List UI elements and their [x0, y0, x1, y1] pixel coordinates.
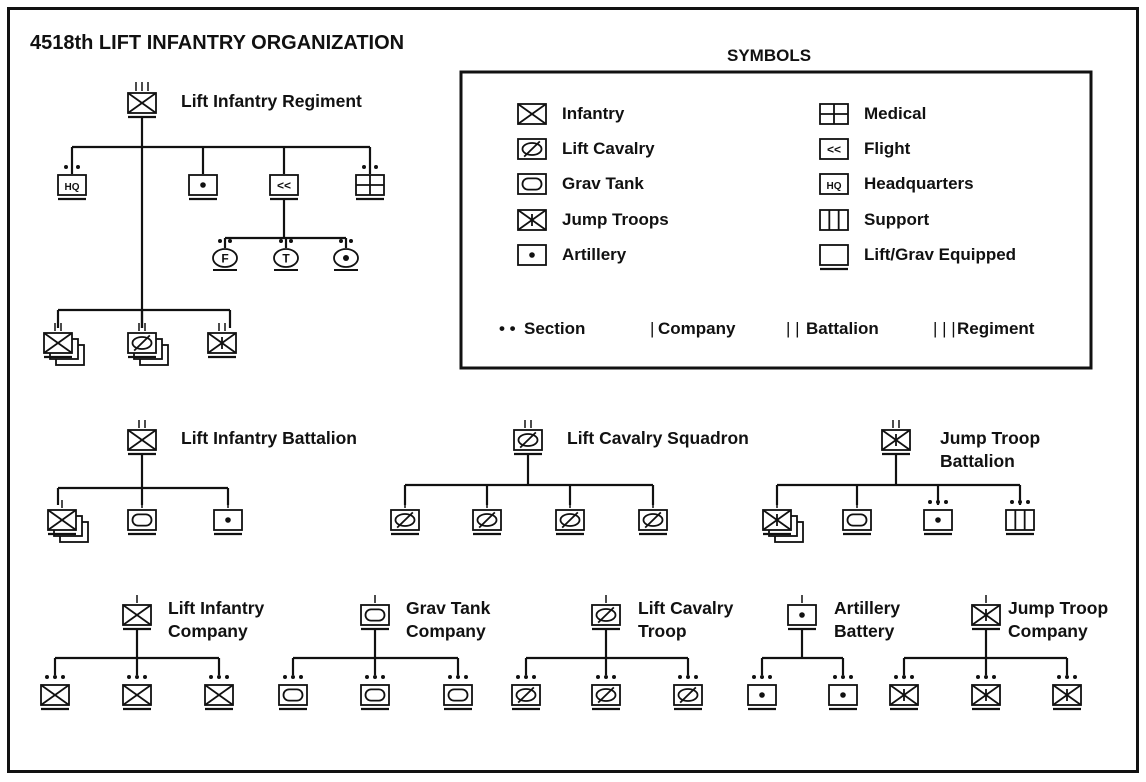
- regiment-artillery-company-icon: [188, 165, 218, 201]
- jump-battalion-grav-company-icon: [842, 500, 872, 536]
- legend-label-artillery: Artillery: [562, 245, 627, 264]
- legend-heading: SYMBOLS: [727, 46, 812, 65]
- svg-text:T: T: [282, 252, 290, 266]
- lift-cavalry-icon: [517, 138, 547, 160]
- cavalry-squadron-troop-2-icon: [472, 500, 502, 536]
- legend-label-support: Support: [864, 210, 930, 229]
- legend-key-section-marker: • •: [499, 319, 516, 338]
- legend-label-medical: Medical: [864, 104, 927, 123]
- label-lift-infantry-company-1: Lift Infantry: [168, 598, 265, 618]
- flight-icon: <<: [819, 138, 849, 160]
- jump-troop-company-platoon-3-icon: [1052, 675, 1082, 711]
- support-icon: [819, 209, 849, 231]
- grav-tank-company-platoon-1-icon: [278, 675, 308, 711]
- jump-troops-icon: [517, 209, 547, 231]
- label-lift-infantry-battalion: Lift Infantry Battalion: [181, 428, 357, 448]
- artillery-battery-platoon-1-icon: [747, 675, 777, 711]
- legend-key-company-marker: |: [650, 319, 655, 338]
- label-lift-cavalry-troop-1: Lift Cavalry: [638, 598, 734, 618]
- lift-infantry-company-platoon-3-icon: [204, 675, 234, 711]
- cavalry-squadron-troop-1-icon: [390, 500, 420, 536]
- infantry-battalion-icon: [127, 420, 157, 456]
- legend-label-headquarters: Headquarters: [864, 174, 974, 193]
- jump-battalion-support-section-icon: [1005, 500, 1035, 536]
- cavalry-squadron-troop-4-icon: [638, 500, 668, 536]
- artillery-icon: [517, 244, 547, 266]
- regiment-flight-company-icon: <<: [269, 165, 299, 201]
- regiment-cavalry-battalions-icon: [127, 323, 169, 366]
- label-lift-infantry-company-2: Company: [168, 621, 248, 641]
- lift-infantry-company-icon: [122, 595, 152, 631]
- legend-key-company: Company: [658, 319, 736, 338]
- grav-tank-icon: [517, 173, 547, 195]
- legend-label-lift-grav-equipped: Lift/Grav Equipped: [864, 245, 1017, 264]
- svg-text:HQ: HQ: [65, 182, 80, 193]
- lift-cavalry-troop-platoon-1-icon: [511, 675, 541, 711]
- legend-key-battalion-marker: | |: [786, 319, 800, 338]
- label-lift-cavalry-squadron: Lift Cavalry Squadron: [567, 428, 749, 448]
- flight-section-t-icon: T: [273, 239, 299, 271]
- legend-label-flight: Flight: [864, 139, 911, 158]
- lift-grav-equipped-icon: [819, 244, 849, 271]
- infantry-icon: [517, 103, 547, 125]
- jump-battalion-companies-icon: [762, 500, 804, 543]
- jump-troop-company-platoon-2-icon: [971, 675, 1001, 711]
- page-title: 4518th LIFT INFANTRY ORGANIZATION: [30, 32, 405, 54]
- lift-cavalry-troop-icon: [591, 595, 621, 631]
- lift-infantry-company-platoon-1-icon: [40, 675, 70, 711]
- jump-troop-company-icon: [971, 595, 1001, 631]
- label-jump-troop-battalion-1: Jump Troop: [940, 428, 1041, 448]
- legend-key-section: Section: [524, 319, 586, 338]
- cavalry-squadron-icon: [513, 420, 543, 456]
- artillery-battery-icon: [787, 595, 817, 631]
- grav-tank-company-icon: [360, 595, 390, 631]
- svg-text:<<: <<: [277, 178, 291, 192]
- legend-label-jump-troops: Jump Troops: [562, 210, 669, 229]
- regiment-medical-section-icon: [355, 165, 385, 201]
- regiment-hq-section-icon: HQ: [57, 165, 87, 201]
- lift-cavalry-troop-platoon-3-icon: [673, 675, 703, 711]
- label-grav-tank-company-1: Grav Tank: [406, 598, 491, 618]
- label-lift-cavalry-troop-2: Troop: [638, 621, 687, 641]
- flight-section-dot-icon: [333, 239, 359, 271]
- legend-label-grav-tank: Grav Tank: [562, 174, 644, 193]
- jump-troop-company-platoon-1-icon: [889, 675, 919, 711]
- grav-tank-company-platoon-3-icon: [443, 675, 473, 711]
- label-artillery-battery-1: Artillery: [834, 598, 901, 618]
- svg-text:HQ: HQ: [827, 181, 842, 192]
- cavalry-squadron-troop-3-icon: [555, 500, 585, 536]
- svg-text:F: F: [221, 252, 228, 266]
- legend-key-battalion: Battalion: [806, 319, 879, 338]
- legend-label-lift-cavalry: Lift Cavalry: [562, 139, 655, 158]
- infantry-battalion-companies-icon: [47, 500, 89, 543]
- artillery-battery-platoon-2-icon: [828, 675, 858, 711]
- label-jump-troop-battalion-2: Battalion: [940, 451, 1015, 471]
- regiment-infantry-battalions-icon: [43, 323, 85, 366]
- label-jump-troop-company-1: Jump Troop: [1008, 598, 1109, 618]
- headquarters-icon: HQ: [819, 173, 849, 195]
- legend-key-regiment-marker: | | |: [933, 319, 956, 338]
- legend-key-regiment: Regiment: [957, 319, 1035, 338]
- lift-cavalry-troop-platoon-2-icon: [591, 675, 621, 711]
- label-jump-troop-company-2: Company: [1008, 621, 1088, 641]
- medical-icon: [819, 103, 849, 125]
- page-border: [7, 7, 1139, 773]
- regiment-infantry-icon: [127, 82, 157, 119]
- label-artillery-battery-2: Battery: [834, 621, 895, 641]
- label-grav-tank-company-2: Company: [406, 621, 486, 641]
- svg-text:<<: <<: [827, 142, 841, 156]
- infantry-battalion-artillery-company-icon: [213, 500, 243, 536]
- legend-box: [459, 70, 1093, 370]
- regiment-jump-battalion-icon: [207, 323, 237, 359]
- grav-tank-company-platoon-2-icon: [360, 675, 390, 711]
- jump-troop-battalion-icon: [881, 420, 911, 456]
- lift-infantry-company-platoon-2-icon: [122, 675, 152, 711]
- flight-section-f-icon: F: [212, 239, 238, 271]
- label-lift-infantry-regiment: Lift Infantry Regiment: [181, 91, 362, 111]
- jump-battalion-artillery-section-icon: [923, 500, 953, 536]
- legend-label-infantry: Infantry: [562, 104, 625, 123]
- infantry-battalion-grav-company-icon: [127, 500, 157, 536]
